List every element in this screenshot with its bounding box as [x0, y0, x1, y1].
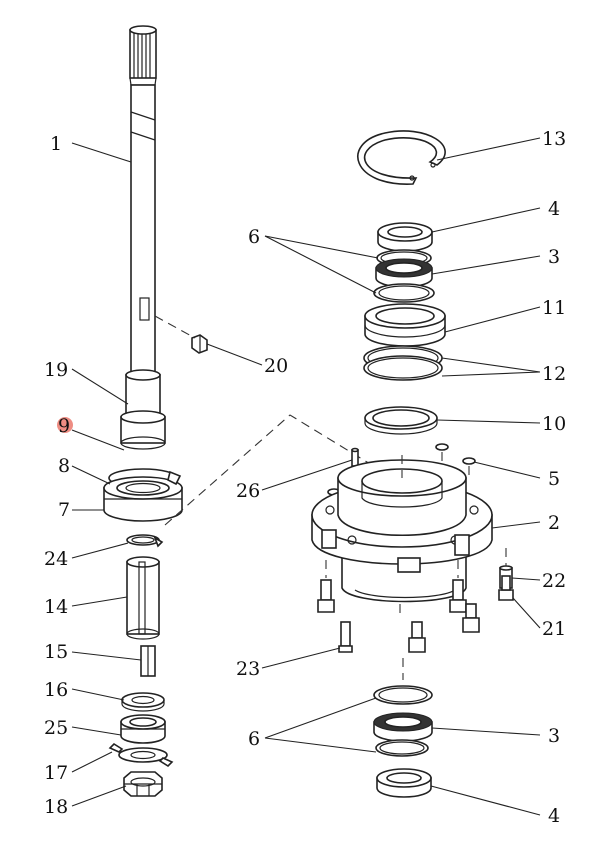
o-ring-part-12-b: [363, 355, 443, 381]
label-26: 26: [236, 480, 260, 502]
label-14: 14: [44, 596, 68, 618]
label-11: 11: [542, 297, 566, 319]
label-2: 2: [548, 512, 560, 534]
label-17: 17: [44, 762, 68, 784]
label-3-top: 3: [548, 246, 560, 268]
label-22: 22: [542, 570, 566, 592]
bearing-part-4-bottom: [376, 768, 432, 798]
bolt-set-under-housing: [317, 579, 480, 653]
label-4-top: 4: [548, 198, 560, 220]
label-6-bottom: 6: [248, 728, 260, 750]
bearing-part-25: [120, 714, 166, 744]
nut-part-18: [123, 771, 163, 797]
label-4-bottom: 4: [548, 805, 560, 827]
label-13: 13: [542, 128, 566, 150]
housing-part-2: [311, 455, 493, 603]
label-23: 23: [236, 658, 260, 680]
leader-lines: [71, 137, 541, 816]
bearing-part-7-8: [103, 468, 183, 522]
washer-part-5: [327, 443, 476, 496]
key-part-20: [191, 334, 208, 354]
label-8: 8: [58, 455, 70, 477]
bearing-part-4-top: [377, 222, 433, 252]
pin-part-26: [351, 447, 359, 467]
callout-labels: 1 19 9 8 7 24 14 15 16 25 17 18 20 13 4 …: [44, 128, 566, 827]
snap-ring-part-13: [357, 130, 446, 185]
label-18: 18: [44, 796, 68, 818]
ring-part-11: [364, 303, 446, 347]
label-25: 25: [44, 717, 68, 739]
label-6-top: 6: [248, 226, 260, 248]
highlight-marker-9: [57, 417, 73, 433]
key-part-15: [140, 645, 156, 677]
label-15: 15: [44, 641, 68, 663]
circlip-part-24: [126, 534, 164, 548]
label-24: 24: [44, 548, 68, 570]
label-19: 19: [44, 359, 68, 381]
o-ring-part-6-top-b: [373, 283, 435, 303]
pin-part-23: [338, 621, 353, 653]
tab-washer-part-17: [108, 742, 174, 768]
label-12: 12: [542, 363, 566, 385]
label-3-bottom: 3: [548, 725, 560, 747]
washer-part-16: [121, 692, 165, 712]
dash-line-assembly: [164, 414, 381, 526]
o-ring-part-6-bottom-b: [375, 739, 429, 757]
dash-line-key-20: [154, 315, 196, 339]
ring-part-10: [364, 406, 438, 435]
label-20: 20: [264, 355, 288, 377]
label-5: 5: [548, 468, 560, 490]
label-16: 16: [44, 679, 68, 701]
label-1: 1: [50, 133, 62, 155]
label-21: 21: [542, 618, 566, 640]
label-7: 7: [58, 499, 70, 521]
sleeve-part-14: [126, 556, 160, 640]
label-10: 10: [542, 413, 566, 435]
shaft-part-1: [120, 25, 166, 450]
bolt-part-21: [498, 575, 514, 601]
label-9: 9: [58, 415, 70, 437]
seal-part-3-bottom: [373, 712, 433, 742]
o-ring-part-6-bottom-a: [373, 685, 433, 705]
seal-part-3-top: [375, 258, 433, 288]
